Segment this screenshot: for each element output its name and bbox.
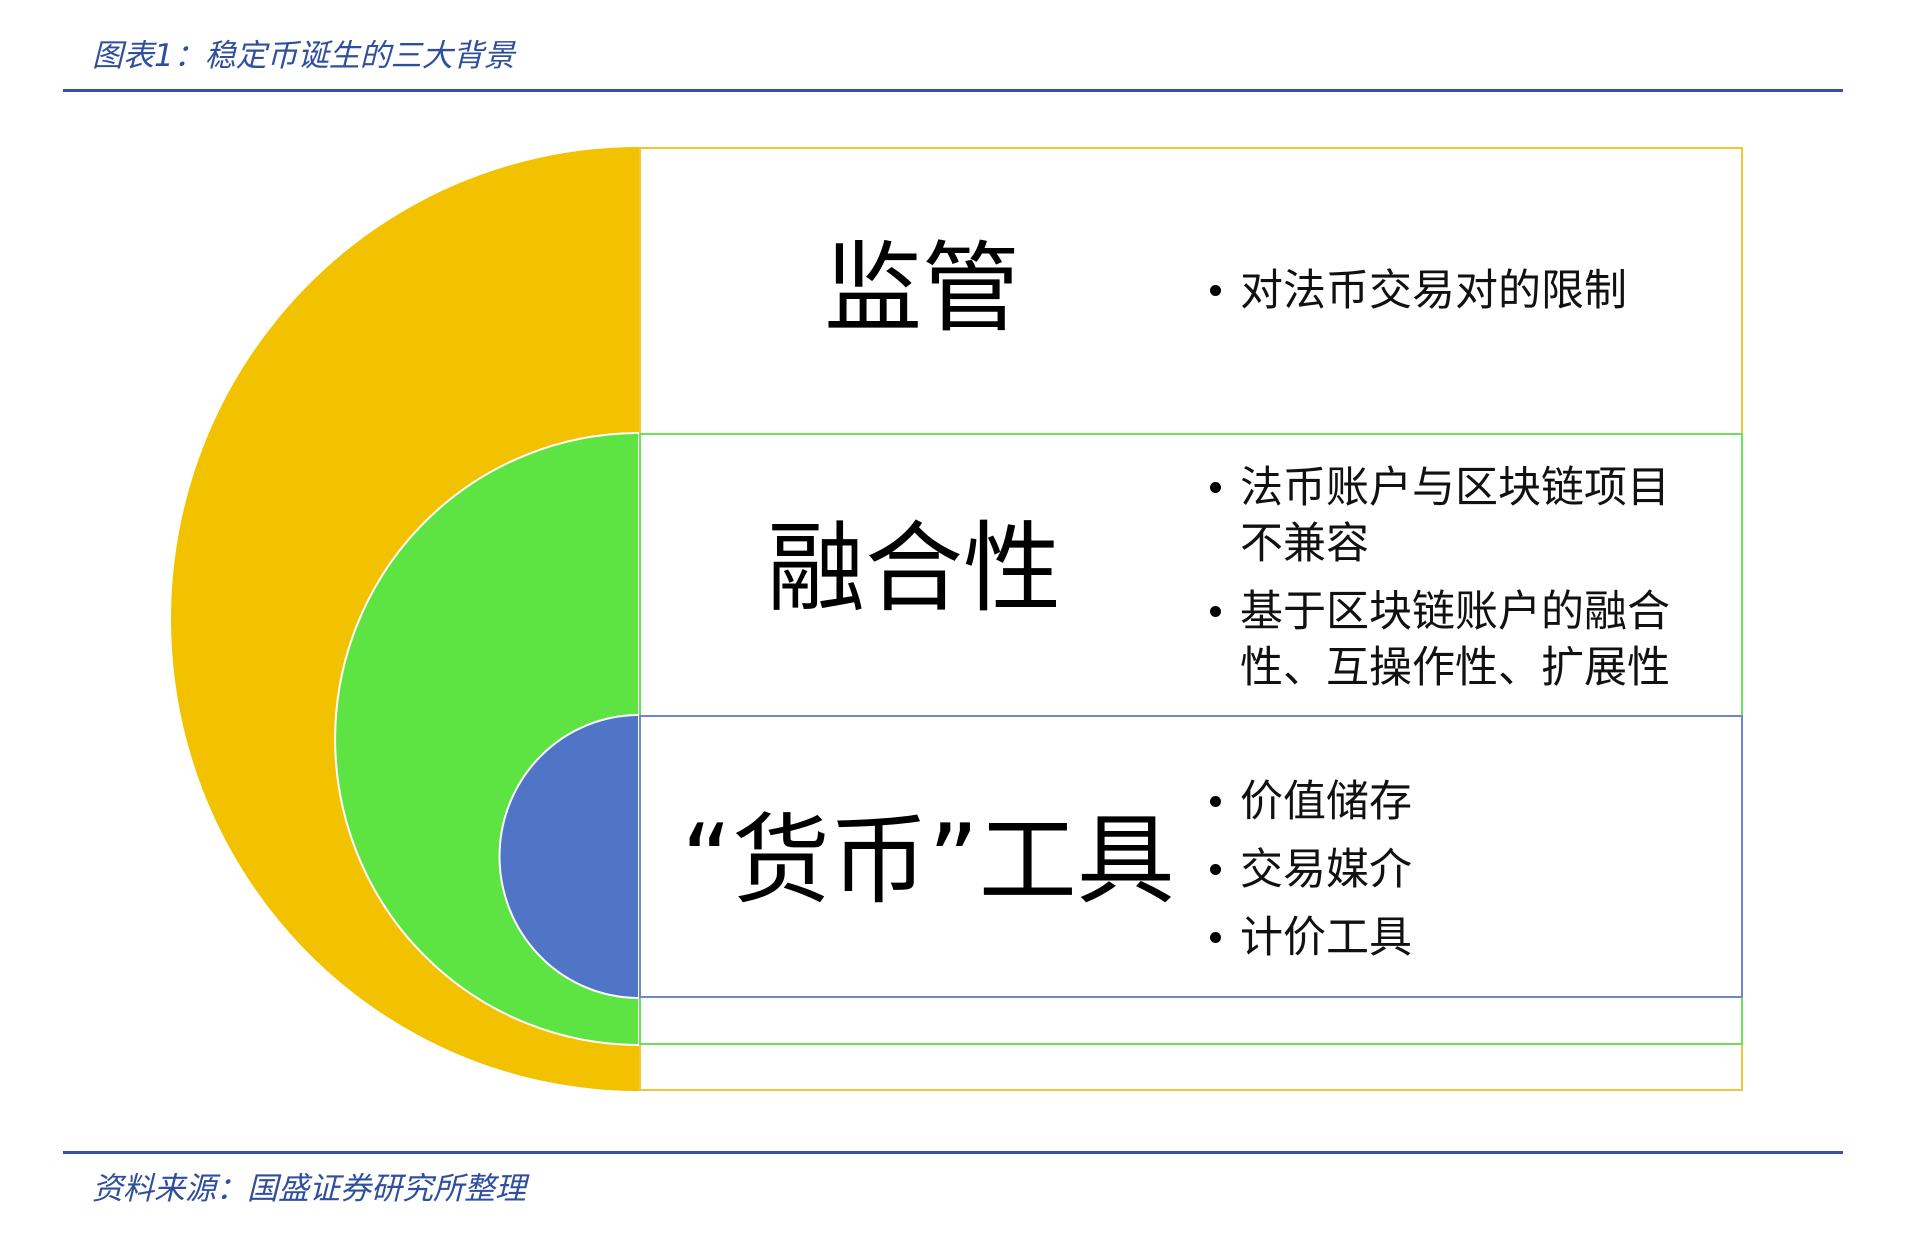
regulation-heading: 监管 bbox=[823, 232, 1021, 346]
bullet-dot-icon bbox=[1210, 285, 1221, 296]
bullet-dot-icon bbox=[1210, 482, 1221, 493]
integration-bullets: 法币账户与区块链项目不兼容 基于区块链账户的融合性、互操作性、扩展性 bbox=[1210, 460, 1720, 696]
bullet-item: 对法币交易对的限制 bbox=[1210, 263, 1720, 319]
source-divider bbox=[63, 1151, 1843, 1154]
currency-tool-panel bbox=[639, 715, 1743, 998]
title-divider bbox=[63, 89, 1843, 92]
bullet-item: 法币账户与区块链项目不兼容 bbox=[1210, 460, 1720, 572]
bullet-item: 交易媒介 bbox=[1210, 836, 1720, 904]
currency-tool-heading: “货币”工具 bbox=[681, 804, 1175, 918]
bullet-item: 计价工具 bbox=[1210, 904, 1720, 972]
source-note: 资料来源：国盛证券研究所整理 bbox=[92, 1171, 526, 1207]
bullet-dot-icon bbox=[1210, 864, 1221, 875]
bullet-item: 基于区块链账户的融合性、互操作性、扩展性 bbox=[1210, 584, 1720, 696]
bullet-dot-icon bbox=[1210, 932, 1221, 943]
bullet-dot-icon bbox=[1210, 606, 1221, 617]
regulation-bullets: 对法币交易对的限制 bbox=[1210, 263, 1720, 319]
bullet-dot-icon bbox=[1210, 796, 1221, 807]
blue-semicircle bbox=[498, 713, 640, 1000]
bullet-item: 价值储存 bbox=[1210, 768, 1720, 836]
figure-title: 图表1：稳定币诞生的三大背景 bbox=[92, 38, 515, 74]
integration-heading: 融合性 bbox=[766, 512, 1062, 626]
currency-tool-bullets: 价值储存 交易媒介 计价工具 bbox=[1210, 768, 1720, 972]
